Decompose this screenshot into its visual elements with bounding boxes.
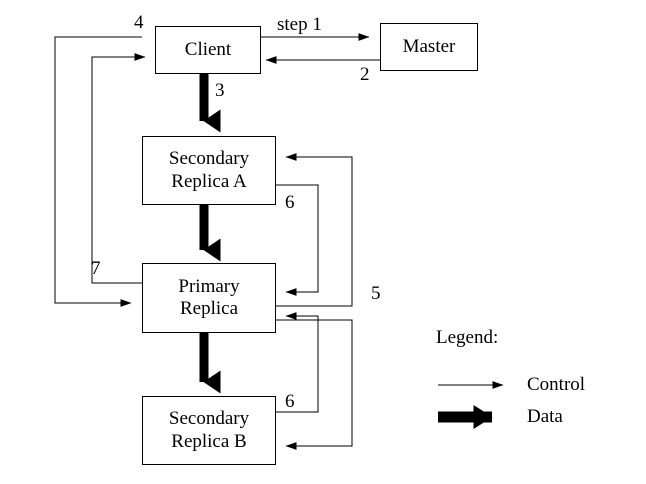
edge-secondary-b-to-primary bbox=[276, 312, 319, 413]
edge-label-4: 4 bbox=[134, 12, 144, 33]
legend-label-data: Data bbox=[527, 406, 563, 427]
node-primary-replica[interactable]: Primary Replica bbox=[142, 263, 276, 333]
node-secondary-replica-a-label-line2: Replica A bbox=[171, 170, 247, 192]
edge-primary-to-client bbox=[54, 36, 142, 307]
node-secondary-replica-a[interactable]: Secondary Replica A bbox=[142, 136, 276, 205]
edge-label-step-1: step 1 bbox=[277, 14, 322, 35]
node-primary-replica-label-line1: Primary bbox=[178, 275, 240, 297]
edge-primary-to-secondary-a bbox=[276, 153, 353, 307]
edge-label-5: 5 bbox=[371, 283, 381, 304]
node-client-label: Client bbox=[184, 38, 232, 60]
edge-label-6-secondary-a: 6 bbox=[285, 192, 295, 213]
node-secondary-replica-b-label-line1: Secondary bbox=[168, 408, 250, 430]
legend-label-control: Control bbox=[527, 374, 586, 395]
legend-title: Legend: bbox=[436, 327, 499, 348]
edge-label-3: 3 bbox=[215, 80, 225, 101]
edge-label-2: 2 bbox=[360, 64, 370, 85]
node-master-label: Master bbox=[402, 35, 456, 57]
node-primary-replica-label-line2: Replica bbox=[179, 298, 239, 319]
edge-secondary-a-to-primary bbox=[276, 184, 319, 296]
node-secondary-replica-b-label-line2: Replica B bbox=[171, 430, 247, 452]
node-secondary-replica-a-label-line1: Secondary bbox=[168, 148, 250, 170]
node-secondary-replica-b[interactable]: Secondary Replica B bbox=[142, 396, 276, 465]
edge-primary-to-secondary-b bbox=[276, 319, 353, 450]
edge-label-6-secondary-b: 6 bbox=[285, 391, 295, 412]
node-client[interactable]: Client bbox=[155, 26, 261, 74]
edge-label-7: 7 bbox=[91, 258, 101, 279]
node-master[interactable]: Master bbox=[380, 23, 478, 71]
edge-client-to-primary bbox=[91, 53, 146, 284]
